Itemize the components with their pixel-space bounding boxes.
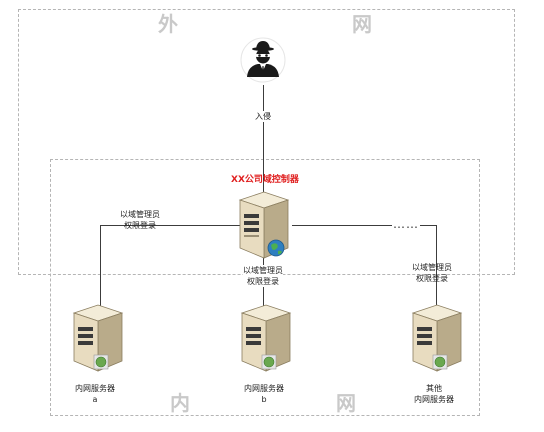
controller-title: XX公司域控制器: [231, 175, 299, 185]
right-horizontal-line: [292, 225, 392, 226]
server-a-icon: [68, 303, 124, 379]
intrusion-line: [263, 85, 264, 197]
left-horizontal-line: [100, 225, 240, 226]
internal-network-zone: [50, 159, 480, 416]
controller-login-label: 以域管理员 权限登录: [243, 265, 283, 287]
right-horizontal-line-2: [420, 225, 436, 226]
intrusion-label: 入侵: [254, 111, 272, 122]
server-other-label: 其他 内网服务器: [414, 384, 454, 404]
left-login-label: 以域管理员 权限登录: [120, 210, 160, 230]
external-zone-label-1: 外: [158, 12, 178, 36]
server-b-icon: [236, 303, 292, 379]
left-vertical-line: [100, 225, 101, 306]
dotted-connector: ……: [393, 217, 419, 231]
server-a-label: 内网服务器 a: [75, 384, 115, 404]
server-other-icon: [407, 303, 463, 379]
right-login-label: 以域管理员 权限登录: [412, 263, 452, 283]
external-zone-label-2: 网: [352, 12, 372, 36]
internal-zone-label-2: 网: [336, 391, 356, 415]
internal-zone-label-1: 内: [170, 391, 190, 415]
server-b-label: 内网服务器 b: [244, 384, 284, 404]
hacker-icon: [240, 37, 286, 83]
domain-controller-server-icon: [234, 190, 290, 266]
right-vertical-line: [436, 225, 437, 306]
